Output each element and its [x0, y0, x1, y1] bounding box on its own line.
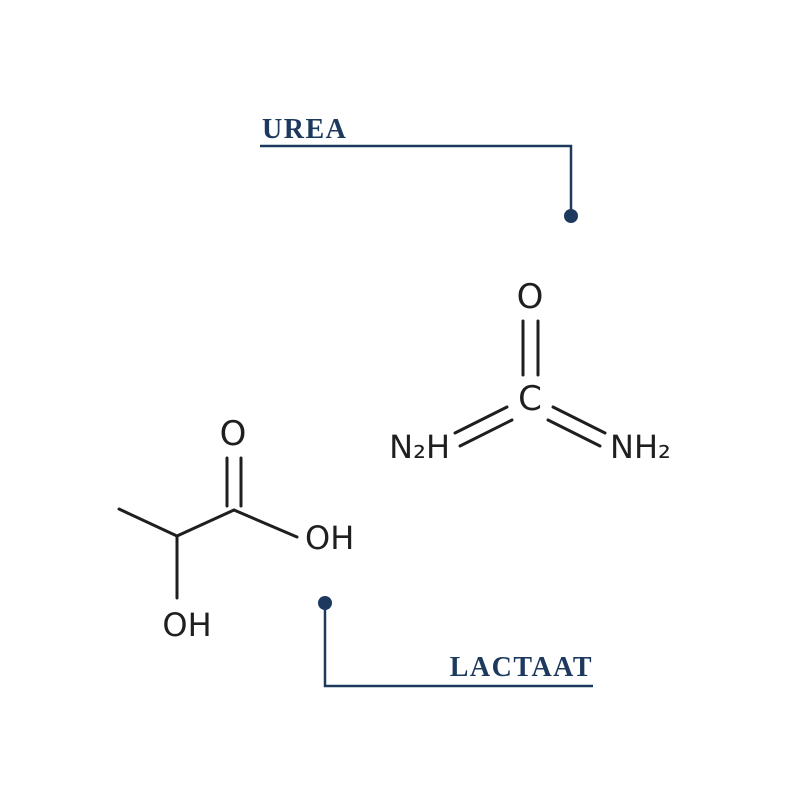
lactate-c1-c2-bond — [175, 508, 236, 538]
urea-n2h-group: N₂H — [389, 428, 450, 466]
lactate-c2-c3-bond — [117, 507, 179, 538]
urea-cn-left-bond-line-1 — [453, 405, 509, 435]
urea-cn-right-bond-line-1 — [551, 405, 607, 435]
lactate-oxygen-atom: O — [220, 414, 247, 454]
lactaat-label: LACTAAT — [450, 652, 593, 683]
urea-cn-left-bond-line-2 — [458, 418, 514, 448]
urea-connector-dot — [564, 209, 578, 223]
lactaat-connector-line — [323, 607, 593, 688]
urea-cn-right-bond-line-2 — [546, 418, 602, 448]
lactate-oh-bottom-group: OH — [162, 606, 211, 644]
lactate-oh-right-group: OH — [305, 519, 354, 557]
urea-label: UREA — [262, 114, 347, 145]
lactaat-connector-dot — [318, 596, 332, 610]
urea-carbon-atom: C — [518, 379, 542, 419]
urea-oxygen-atom: O — [517, 277, 544, 317]
urea-nh2-group: NH₂ — [610, 428, 671, 466]
lactate-c1-hydroxyl-bond — [232, 508, 299, 539]
lactate-structure: O OH OH — [117, 414, 354, 644]
urea-structure: O C N₂H NH₂ — [389, 277, 671, 466]
urea-connector-line — [260, 144, 573, 212]
